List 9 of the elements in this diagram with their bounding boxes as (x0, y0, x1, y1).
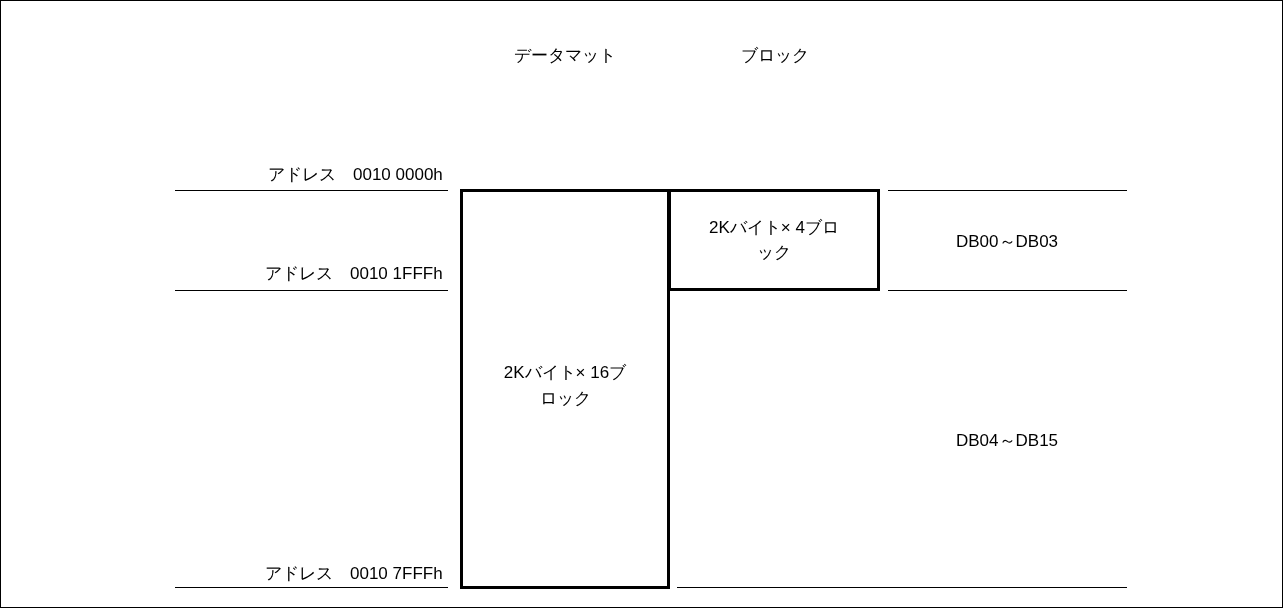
memory-block: 2Kバイト× 4ブロック (668, 189, 880, 291)
memory-block: 2Kバイト× 16ブロック (460, 189, 670, 589)
address-label: アドレス 0010 1FFFh (265, 263, 443, 285)
column-heading: ブロック (741, 45, 809, 67)
address-label: アドレス 0010 7FFFh (265, 563, 443, 585)
block-range-label: DB00～DB03 (956, 231, 1059, 253)
address-label: アドレス 0010 0000h (268, 164, 443, 186)
column-heading: データマット (514, 45, 616, 67)
block-range-label: DB04～DB15 (956, 430, 1059, 452)
